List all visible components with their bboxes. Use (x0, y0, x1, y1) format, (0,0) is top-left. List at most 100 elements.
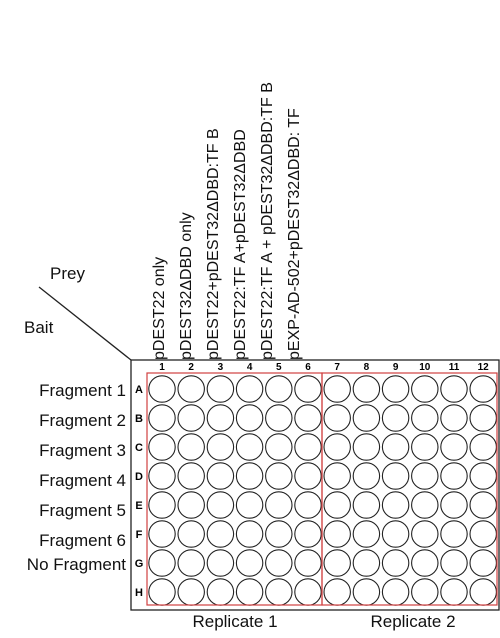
plate-well (323, 404, 351, 432)
plate-well (206, 491, 235, 519)
plate-column-number: 9 (393, 362, 399, 373)
plate-well (411, 549, 439, 577)
plate-well (148, 491, 176, 519)
prey-label: Prey (50, 264, 85, 283)
plate-well (177, 462, 205, 490)
plate-well (177, 549, 205, 577)
plate-well (440, 491, 468, 519)
plate-row-letter: F (136, 529, 143, 541)
plate-well (411, 375, 439, 403)
plate-well (235, 404, 264, 432)
plate-row-letter: H (135, 587, 143, 599)
plate-well (469, 578, 497, 606)
plate-column-number: 2 (188, 362, 194, 373)
plate-column-number: 12 (478, 362, 490, 373)
plate-well (294, 578, 322, 606)
plate-well (235, 520, 264, 548)
plate-well (206, 404, 235, 432)
plate-well (323, 578, 351, 606)
plate-column-number: 1 (159, 362, 165, 373)
plate-well (235, 375, 264, 403)
plate-well (381, 433, 410, 461)
plate-well (323, 520, 351, 548)
plate-well (440, 375, 468, 403)
plate-well (440, 433, 468, 461)
plate-well (352, 491, 381, 519)
plate-row-letter: C (135, 442, 143, 454)
corner-diagonal-line (38, 286, 132, 361)
plate-well (440, 578, 468, 606)
plate-well (469, 433, 497, 461)
plate-row-letter: E (135, 500, 142, 512)
plate-well (381, 549, 410, 577)
plate-well (323, 549, 351, 577)
plate-column-number: 5 (276, 362, 282, 373)
plate-well (440, 462, 468, 490)
plate-well (381, 491, 410, 519)
plate-well (294, 520, 322, 548)
plate-well (265, 578, 293, 606)
plate-well (440, 404, 468, 432)
plate-well (381, 520, 410, 548)
plate-well (352, 404, 381, 432)
plate-well (265, 404, 293, 432)
plate-well (148, 549, 176, 577)
plate-column-number: 3 (218, 362, 224, 373)
plate-well (411, 520, 439, 548)
plate-well (381, 462, 410, 490)
plate-column-number: 7 (334, 362, 340, 373)
bait-row-label: Fragment 6 (39, 531, 126, 550)
plate-well (352, 578, 381, 606)
plate-well (411, 491, 439, 519)
replicate-label: Replicate 1 (192, 612, 278, 631)
plate-well (352, 549, 381, 577)
plate-well (265, 549, 293, 577)
plate-column-number: 6 (305, 362, 311, 373)
plate-well (411, 578, 439, 606)
plate-well (265, 520, 293, 548)
plate-well (469, 520, 497, 548)
plate-column-number: 4 (247, 362, 253, 373)
plate-row-letter: G (135, 558, 144, 570)
plate-well (294, 404, 322, 432)
plate-well (148, 433, 176, 461)
plate-well (177, 404, 205, 432)
plate-well (177, 520, 205, 548)
plate-well (265, 375, 293, 403)
plate-well (294, 375, 322, 403)
plate-well (177, 578, 205, 606)
plate-well (381, 375, 410, 403)
plate-well (323, 375, 351, 403)
plate-well (177, 433, 205, 461)
plate-well (206, 578, 235, 606)
plate-well (265, 433, 293, 461)
plate-well (323, 462, 351, 490)
plate-well (235, 491, 264, 519)
plate-well (177, 491, 205, 519)
plate-well (411, 462, 439, 490)
plate-well (411, 404, 439, 432)
plate-row-letter: B (135, 413, 143, 425)
plate-well (352, 520, 381, 548)
plate-well (148, 404, 176, 432)
plate-well (469, 491, 497, 519)
replicate-label: Replicate 2 (370, 612, 456, 631)
plate-well (352, 462, 381, 490)
bait-row-label: Fragment 2 (39, 411, 126, 430)
plate-well (206, 462, 235, 490)
plate-well (148, 462, 176, 490)
plate-well (294, 433, 322, 461)
plate-well (469, 404, 497, 432)
plate-well (235, 549, 264, 577)
plate-well (206, 375, 235, 403)
plate-row-letter: D (135, 471, 143, 483)
plate-well (323, 491, 351, 519)
plate-well (148, 578, 176, 606)
plate-well (206, 433, 235, 461)
plate-well (352, 433, 381, 461)
plate-well (294, 491, 322, 519)
bait-row-label: No Fragment (26, 555, 126, 574)
bait-label: Bait (24, 318, 54, 337)
plate-well (381, 578, 410, 606)
